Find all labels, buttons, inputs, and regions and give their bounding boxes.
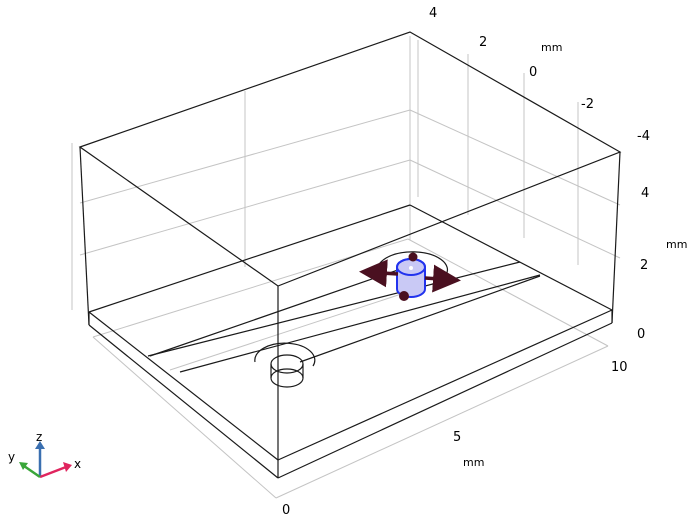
z-tick-2: 2 [640, 258, 648, 273]
y-unit: mm [541, 41, 562, 54]
x-tick-10: 10 [611, 360, 628, 375]
triad-z-label: z [36, 430, 42, 444]
y-tick-2: 2 [479, 35, 487, 50]
z-tick-4: 4 [641, 186, 649, 201]
y-tick-0: 0 [529, 65, 537, 80]
boundary-arrows [359, 252, 461, 301]
y-tick-4: 4 [429, 6, 437, 21]
z-tick-0: 0 [637, 327, 645, 342]
x-axis-labels: 0 5 10 mm [282, 360, 628, 518]
geometry-box[interactable] [78, 31, 622, 479]
z-axis-labels: 4 2 0 mm [637, 186, 687, 342]
selected-domain[interactable] [396, 258, 426, 298]
x-tick-0: 0 [282, 503, 290, 518]
triad-y-label: y [8, 450, 15, 464]
axis-triad: z x y [8, 430, 81, 479]
y-tick-neg4: -4 [637, 129, 650, 144]
triad-x-label: x [74, 457, 81, 471]
z-unit: mm [666, 238, 687, 251]
y-tick-neg2: -2 [581, 97, 594, 112]
x-unit: mm [463, 456, 484, 469]
y-axis-labels: 4 2 0 -2 -4 mm [429, 6, 650, 144]
x-tick-5: 5 [453, 430, 461, 445]
